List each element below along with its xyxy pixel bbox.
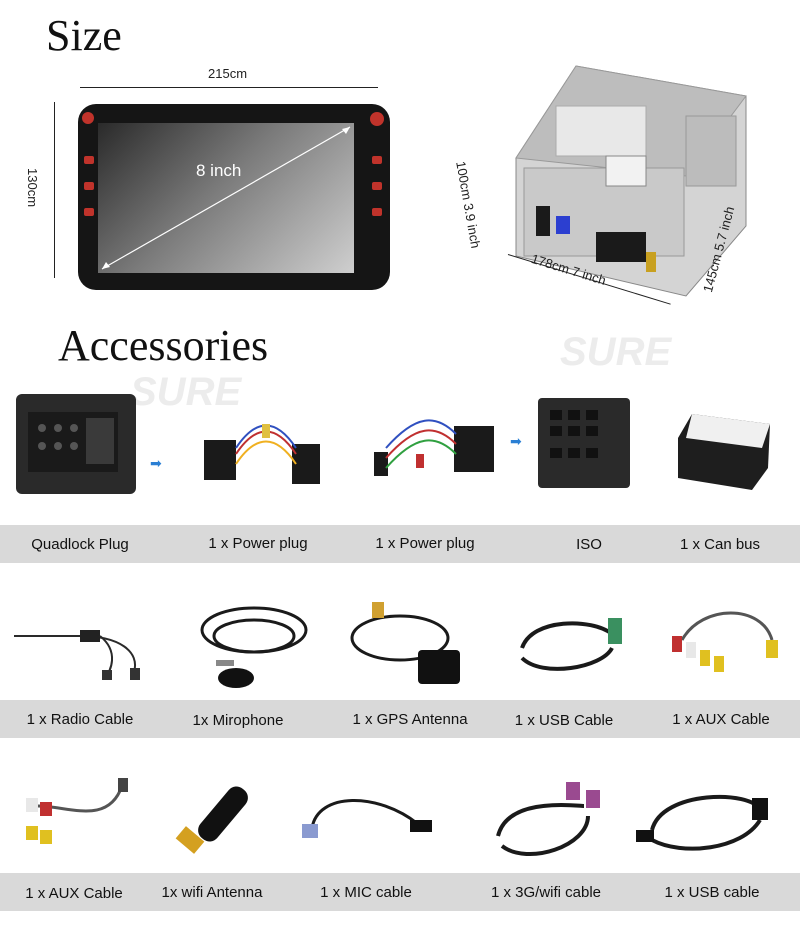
caption-power-plug-1: 1 x Power plug [208, 535, 308, 552]
accessories-heading: Accessories [58, 321, 269, 370]
flow-arrow-icon-2: ➡ [510, 433, 522, 449]
gps-antenna-image [350, 602, 460, 684]
head-unit-chassis-image [515, 65, 747, 297]
usb-cable-image [520, 618, 622, 671]
dvd-button-icon [84, 182, 94, 190]
mic-cable-image [302, 799, 432, 838]
caption-microphone: 1x Mirophone [192, 712, 284, 729]
power-knob-icon [82, 112, 94, 124]
caption-usb-cable-1: 1 x USB Cable [514, 712, 614, 729]
head-unit-screen: 8 inch [98, 123, 354, 273]
play-button-icon [372, 208, 382, 216]
iso-connector-image [538, 398, 630, 488]
caption-mic-cable: 1 x MIC cable [320, 884, 412, 901]
height-dimension-line [54, 102, 55, 278]
caption-aux-cable-2: 1 x AUX Cable [25, 885, 123, 902]
caption-can-bus: 1 x Can bus [679, 536, 761, 553]
chassis-height-label: 100cm 3.9 inch [453, 160, 484, 250]
prev-button-icon [372, 182, 382, 190]
caption-bar-row2 [0, 700, 800, 738]
screen-size-label: 8 inch [196, 161, 242, 180]
caption-bar-row1 [0, 525, 800, 563]
caption-quadlock-plug: Quadlock Plug [31, 536, 129, 553]
caption-radio-cable: 1 x Radio Cable [26, 711, 134, 728]
mode-button-icon [84, 208, 94, 216]
radio-cable-image [14, 630, 140, 680]
caption-iso: ISO [576, 536, 602, 553]
can-bus-box-image [678, 414, 770, 490]
usb-cable-image-2 [636, 794, 768, 851]
aux-cable-image-2 [26, 778, 128, 844]
brand-watermark-right: SURE [560, 330, 672, 374]
caption-wifi-antenna: 1x wifi Antenna [161, 884, 263, 901]
quadlock-plug-image [16, 394, 136, 494]
power-plug-image-2 [374, 419, 494, 476]
caption-gps-antenna: 1 x GPS Antenna [352, 711, 468, 728]
volume-knob-icon [370, 112, 384, 126]
power-plug-image-1 [204, 424, 320, 484]
flow-arrow-icon-1: ➡ [150, 455, 162, 471]
width-dimension-line [80, 87, 378, 88]
screen-diagonal-line [101, 126, 351, 270]
aux-cable-image-1 [672, 611, 778, 672]
caption-power-plug-2: 1 x Power plug [375, 535, 475, 552]
height-dimension-label: 130cm [25, 168, 40, 208]
wifi-antenna-image [175, 786, 248, 854]
caption-3g-wifi-cable: 1 x 3G/wifi cable [490, 884, 602, 901]
head-unit-front-image: 8 inch [78, 104, 390, 290]
microphone-image [200, 606, 308, 688]
width-dimension-label: 215cm [208, 66, 248, 81]
3g-wifi-cable-image [496, 782, 600, 856]
caption-aux-cable-1: 1 x AUX Cable [672, 711, 770, 728]
nav-button-icon [84, 156, 94, 164]
next-button-icon [372, 156, 382, 164]
size-heading: Size [46, 11, 122, 60]
brand-watermark-left: SURE [130, 370, 242, 414]
caption-bar-row3 [0, 873, 800, 911]
caption-usb-cable-2: 1 x USB cable [664, 884, 760, 901]
